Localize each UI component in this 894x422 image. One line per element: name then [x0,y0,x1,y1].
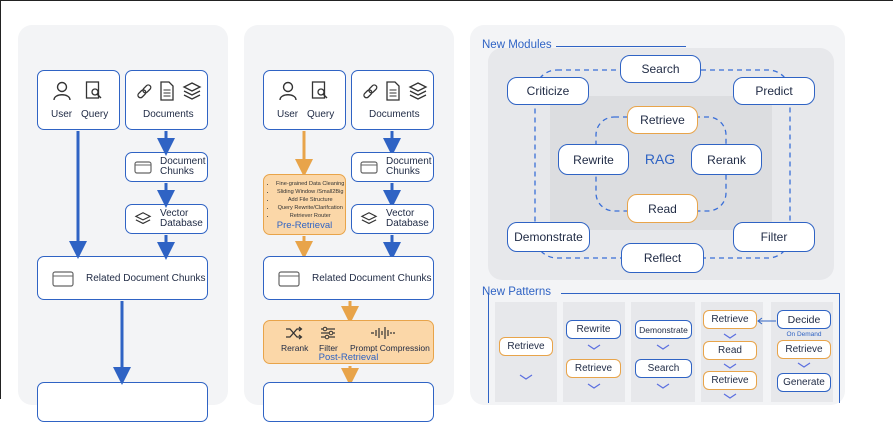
module-predict: Predict [733,77,815,105]
pattern-search: Search [635,359,692,378]
module-rerank: Rerank [691,144,762,175]
module-search: Search [620,55,701,83]
new-modules-rule [556,46,686,47]
post-retrieval-title: Post-Retrieval [318,352,379,363]
filter-label: Filter [319,343,338,353]
related-chunks-label: Related Document Chunks [312,272,432,284]
document-icon [386,81,400,101]
pre-retrieval-item: Query Rewrite/Clarifcation [276,204,344,212]
patterns-frame [488,293,840,403]
layers-icon [408,82,428,100]
pattern-column-2 [563,302,625,402]
post-retrieval-box: Rerank Filter Prompt Compression Post-Re… [263,320,434,364]
document-chunks-box-2: Document Chunks [351,152,434,182]
pattern-retrieve: Retrieve [777,340,831,359]
rerank-label: Rerank [281,343,309,353]
folder-icon [278,271,300,287]
vector-database-label: Vector Database [160,208,203,229]
vector-database-label: Vector Database [386,208,429,229]
pattern-demonstrate: Demonstrate [635,320,692,339]
layers-icon [134,212,152,225]
new-patterns-rule [561,293,840,294]
layers-icon [182,82,202,100]
document-chunks-label: Document Chunks [386,156,432,177]
vector-database-box-2: Vector Database [351,204,434,234]
pre-retrieval-box: Fine-grained Data Cleaning Sliding Windo… [263,174,346,235]
module-rewrite: Rewrite [558,144,629,175]
pre-retrieval-item: Add File Structure [276,196,344,204]
pre-retrieval-item: Fine-grained Data Cleaning [276,180,344,188]
pattern-generate: Generate [777,373,831,392]
module-retrieve: Retrieve [627,106,698,134]
pre-retrieval-title: Pre-Retrieval [276,220,333,231]
shuffle-icon [286,326,303,340]
waveform-icon [371,327,395,339]
query-icon [311,81,328,99]
naive-arrows [69,131,401,386]
module-demonstrate: Demonstrate [507,222,590,252]
folder-icon [134,161,152,174]
document-chunks-label: Document Chunks [160,156,206,177]
module-reflect: Reflect [621,243,704,273]
pattern-retrieve: Retrieve [703,371,757,390]
module-rag: RAG [644,151,676,167]
query-icon [85,81,102,99]
link-icon [363,84,378,99]
pattern-on-demand: On Demand [786,331,822,338]
pattern-decide: Decide [777,310,831,329]
query-label: Query [81,109,109,120]
new-patterns-title: New Patterns [482,286,552,298]
pattern-retrieve: Retrieve [566,359,621,378]
folder-icon [52,271,74,287]
user-icon [53,81,71,101]
related-chunks-label: Related Document Chunks [86,272,206,284]
document-icon [160,81,174,101]
user-label: User [277,109,299,120]
link-icon [137,84,152,99]
vector-database-box: Vector Database [125,204,208,234]
prompt-compression-label: Prompt Compression [350,343,430,353]
user-query-box-2: User Query [263,70,346,130]
pattern-retrieve: Retrieve [499,337,553,356]
folder-icon [360,161,378,174]
query-label: Query [307,109,335,120]
pre-retrieval-list: Fine-grained Data Cleaning Sliding Windo… [268,180,344,220]
documents-label: Documents [369,109,420,120]
module-criticize: Criticize [507,77,589,105]
documents-label: Documents [143,109,194,120]
pre-retrieval-item: Retriever Router [276,212,344,220]
pattern-rewrite: Rewrite [566,320,621,339]
filter-icon [321,326,335,340]
pattern-chevrons [519,317,811,399]
related-chunks-box: Related Document Chunks [37,256,208,300]
pattern-column-3 [631,302,695,402]
layers-icon [360,212,378,225]
image-frame [0,0,893,399]
pattern-retrieve: Retrieve [703,310,757,329]
documents-box: Documents [125,70,208,130]
user-label: User [51,109,73,120]
document-chunks-box: Document Chunks [125,152,208,182]
module-filter: Filter [733,222,815,252]
user-icon [279,81,297,101]
pre-retrieval-item: Sliding Window /Small2Big [276,188,344,196]
pattern-read: Read [703,341,757,360]
related-chunks-box-2: Related Document Chunks [263,256,434,300]
module-read: Read [627,194,698,223]
user-query-box: User Query [37,70,120,130]
documents-box-2: Documents [351,70,434,130]
